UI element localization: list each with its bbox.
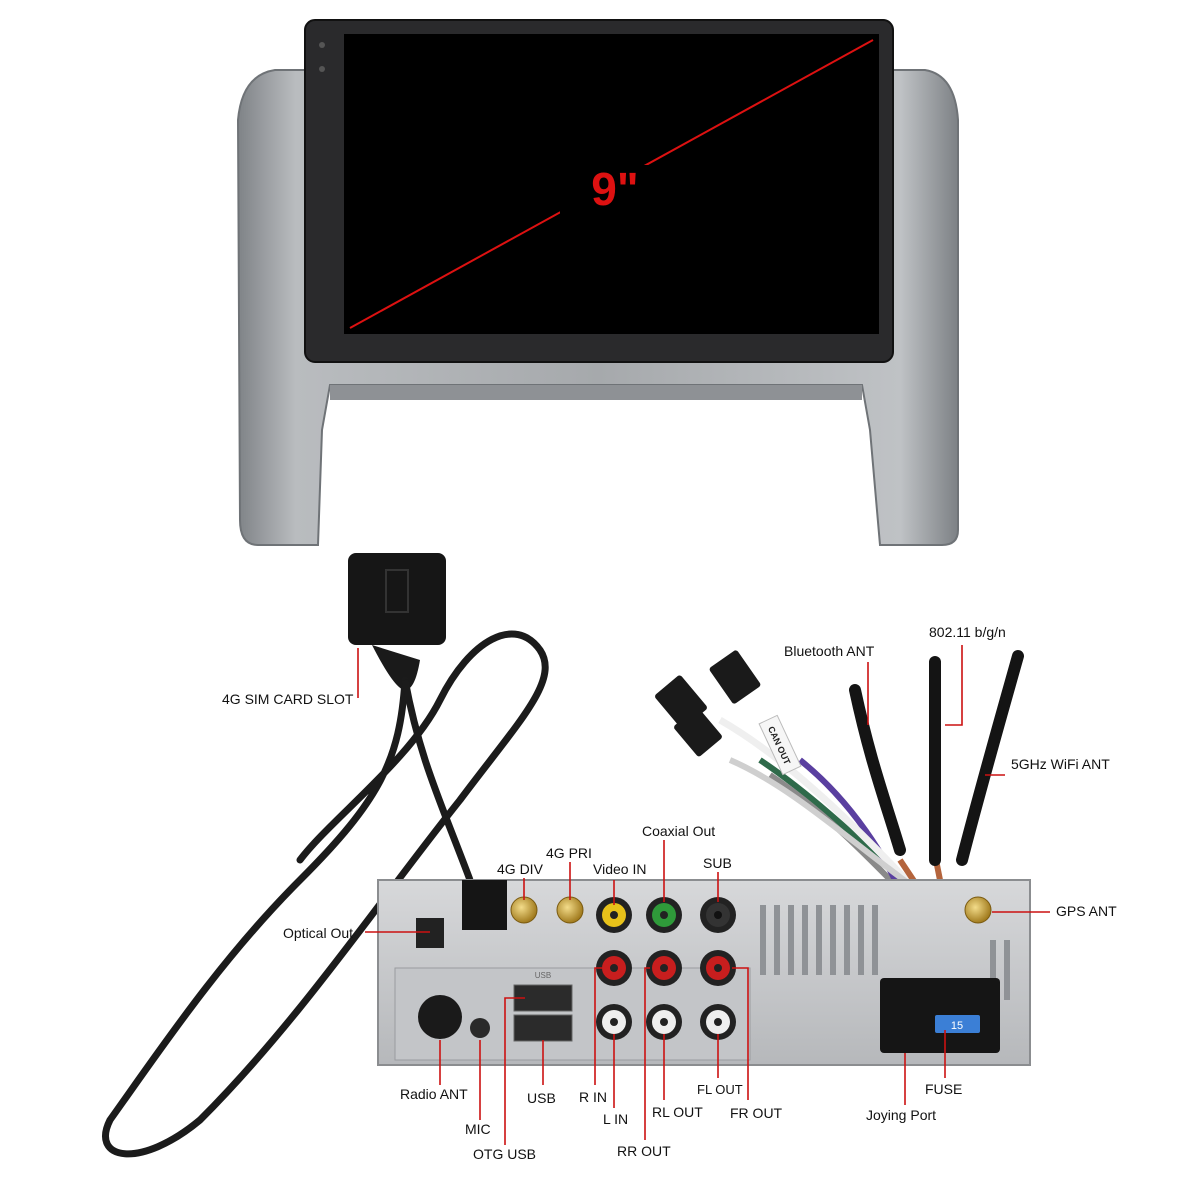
label-usb: USB [527,1090,556,1106]
label-bluetooth-ant: Bluetooth ANT [784,643,875,659]
rca-fr-out [700,950,736,986]
rca-rl-out [646,1004,682,1040]
sensor-dot [319,66,325,72]
four-g-div-connector [510,896,538,924]
connector-plug-3 [674,707,722,757]
label-wifi-5ghz: 5GHz WiFi ANT [1011,756,1110,772]
rca-jacks [596,897,736,1040]
label-rr-out: RR OUT [617,1143,671,1159]
label-r-in: R IN [579,1089,607,1105]
fuse [935,1015,980,1033]
label-l-in: L IN [603,1111,628,1127]
label-joying-port: Joying Port [866,1107,936,1123]
usb-port-print: USB [535,971,551,980]
label-4g-div: 4G DIV [497,861,544,877]
four-g-pri-connector [556,896,584,924]
mic-port [470,1018,490,1038]
label-rl-out: RL OUT [652,1104,703,1120]
radio-ant-port [418,995,462,1039]
gps-ant-connector [964,896,992,924]
label-gps-ant: GPS ANT [1056,903,1117,919]
label-otg-usb: OTG USB [473,1146,536,1162]
screen-size-label: 9" [591,163,638,215]
label-fl-out: FL OUT [697,1082,743,1097]
vent-slots [760,905,1010,1000]
rca-r-in [596,950,632,986]
rca-video-in [596,897,632,933]
head-unit: 9" [236,19,959,546]
label-radio-ant: Radio ANT [400,1086,468,1102]
rca-l-in [596,1004,632,1040]
label-sub: SUB [703,855,732,871]
label-coaxial-out: Coaxial Out [642,823,715,839]
optical-out-port [416,918,444,948]
sim-cable [102,630,549,1158]
rca-rr-out [646,950,682,986]
label-optical-out: Optical Out [283,925,353,941]
label-video-in: Video IN [593,861,646,877]
can-out-tag [758,714,802,776]
leader-lines [357,645,1050,1145]
camera-dot [319,42,325,48]
callout-labels: 4G SIM CARD SLOT Bluetooth ANT 802.11 b/… [222,624,1117,1162]
sim-card-module [102,553,549,1158]
rca-sub [700,897,736,933]
label-wifi-80211: 802.11 b/g/n [929,624,1006,640]
label-fr-out: FR OUT [730,1105,783,1121]
wifi-5ghz-antenna [956,650,1024,866]
bluetooth-antenna [849,684,906,856]
usb-port [513,1014,573,1042]
fuse-value-print: 15 [951,1020,963,1032]
sim-card-slot [348,553,446,645]
label-fuse: FUSE [925,1081,962,1097]
label-4g-pri: 4G PRI [546,845,592,861]
label-mic: MIC [465,1121,491,1137]
sim-connector-plug [462,880,507,930]
label-sim-slot: 4G SIM CARD SLOT [222,691,354,707]
connector-plug-1 [709,650,761,704]
rca-fl-out [700,1004,736,1040]
rca-coaxial-out [646,897,682,933]
